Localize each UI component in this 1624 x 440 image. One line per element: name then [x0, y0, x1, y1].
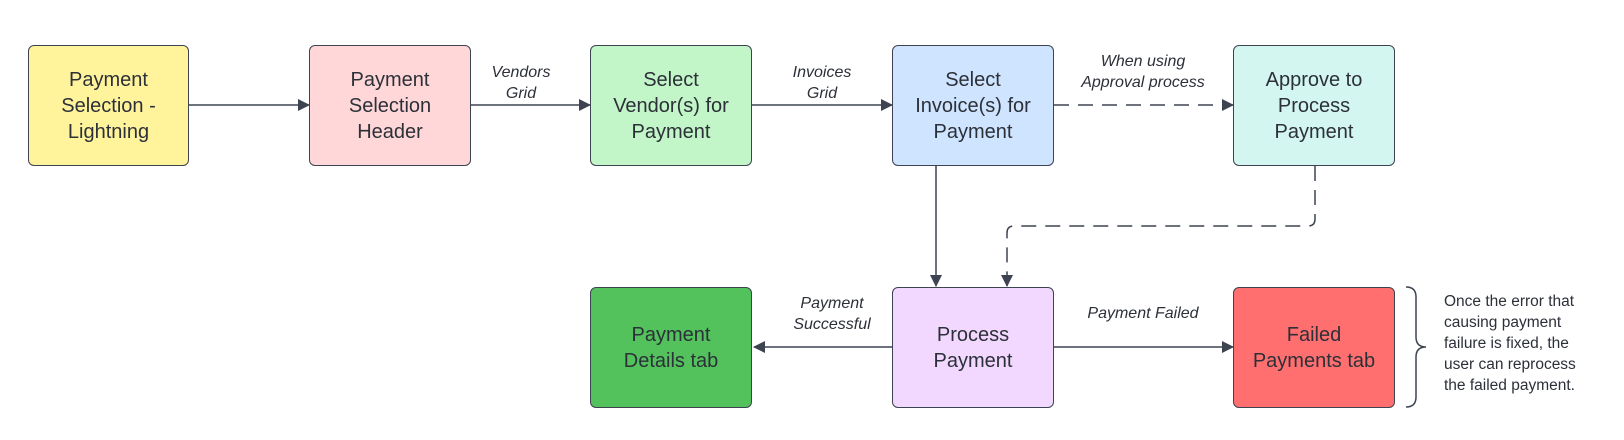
- node-label: Payment Selection - Lightning: [61, 68, 156, 143]
- node-label: Payment Selection Header: [348, 68, 432, 143]
- node-label: Payment Details tab: [623, 323, 719, 372]
- node-label: Process Payment: [933, 323, 1013, 372]
- edge-label-vendors-grid: Vendors Grid: [491, 64, 551, 102]
- edge-label-payment-successful: Payment Successful: [793, 295, 871, 333]
- node-label: Failed Payments tab: [1252, 323, 1376, 372]
- node-approve-to-process[interactable]: Approve to Process Payment: [1233, 45, 1395, 166]
- node-label: Approve to Process Payment: [1265, 68, 1363, 143]
- edge-label-when-using-approval: When using Approval process: [1081, 53, 1205, 91]
- node-payment-selection-header[interactable]: Payment Selection Header: [309, 45, 471, 166]
- node-failed-payments-tab[interactable]: Failed Payments tab: [1233, 287, 1395, 408]
- node-process-payment[interactable]: Process Payment: [892, 287, 1054, 408]
- edge-label-payment-failed: Payment Failed: [1087, 305, 1199, 322]
- node-payment-selection-lightning[interactable]: Payment Selection - Lightning: [28, 45, 189, 166]
- node-label: Select Vendor(s) for Payment: [613, 68, 729, 143]
- edge-approve-to-process: [1001, 166, 1316, 287]
- node-label: Select Invoice(s) for Payment: [915, 68, 1031, 143]
- edge-label-invoices-grid: Invoices Grid: [792, 64, 852, 102]
- reprocess-note: Once the error that causing payment fail…: [1444, 293, 1576, 394]
- node-payment-details-tab[interactable]: Payment Details tab: [590, 287, 752, 408]
- node-select-invoices[interactable]: Select Invoice(s) for Payment: [892, 45, 1054, 166]
- note-brace: [1405, 286, 1427, 408]
- node-select-vendors[interactable]: Select Vendor(s) for Payment: [590, 45, 752, 166]
